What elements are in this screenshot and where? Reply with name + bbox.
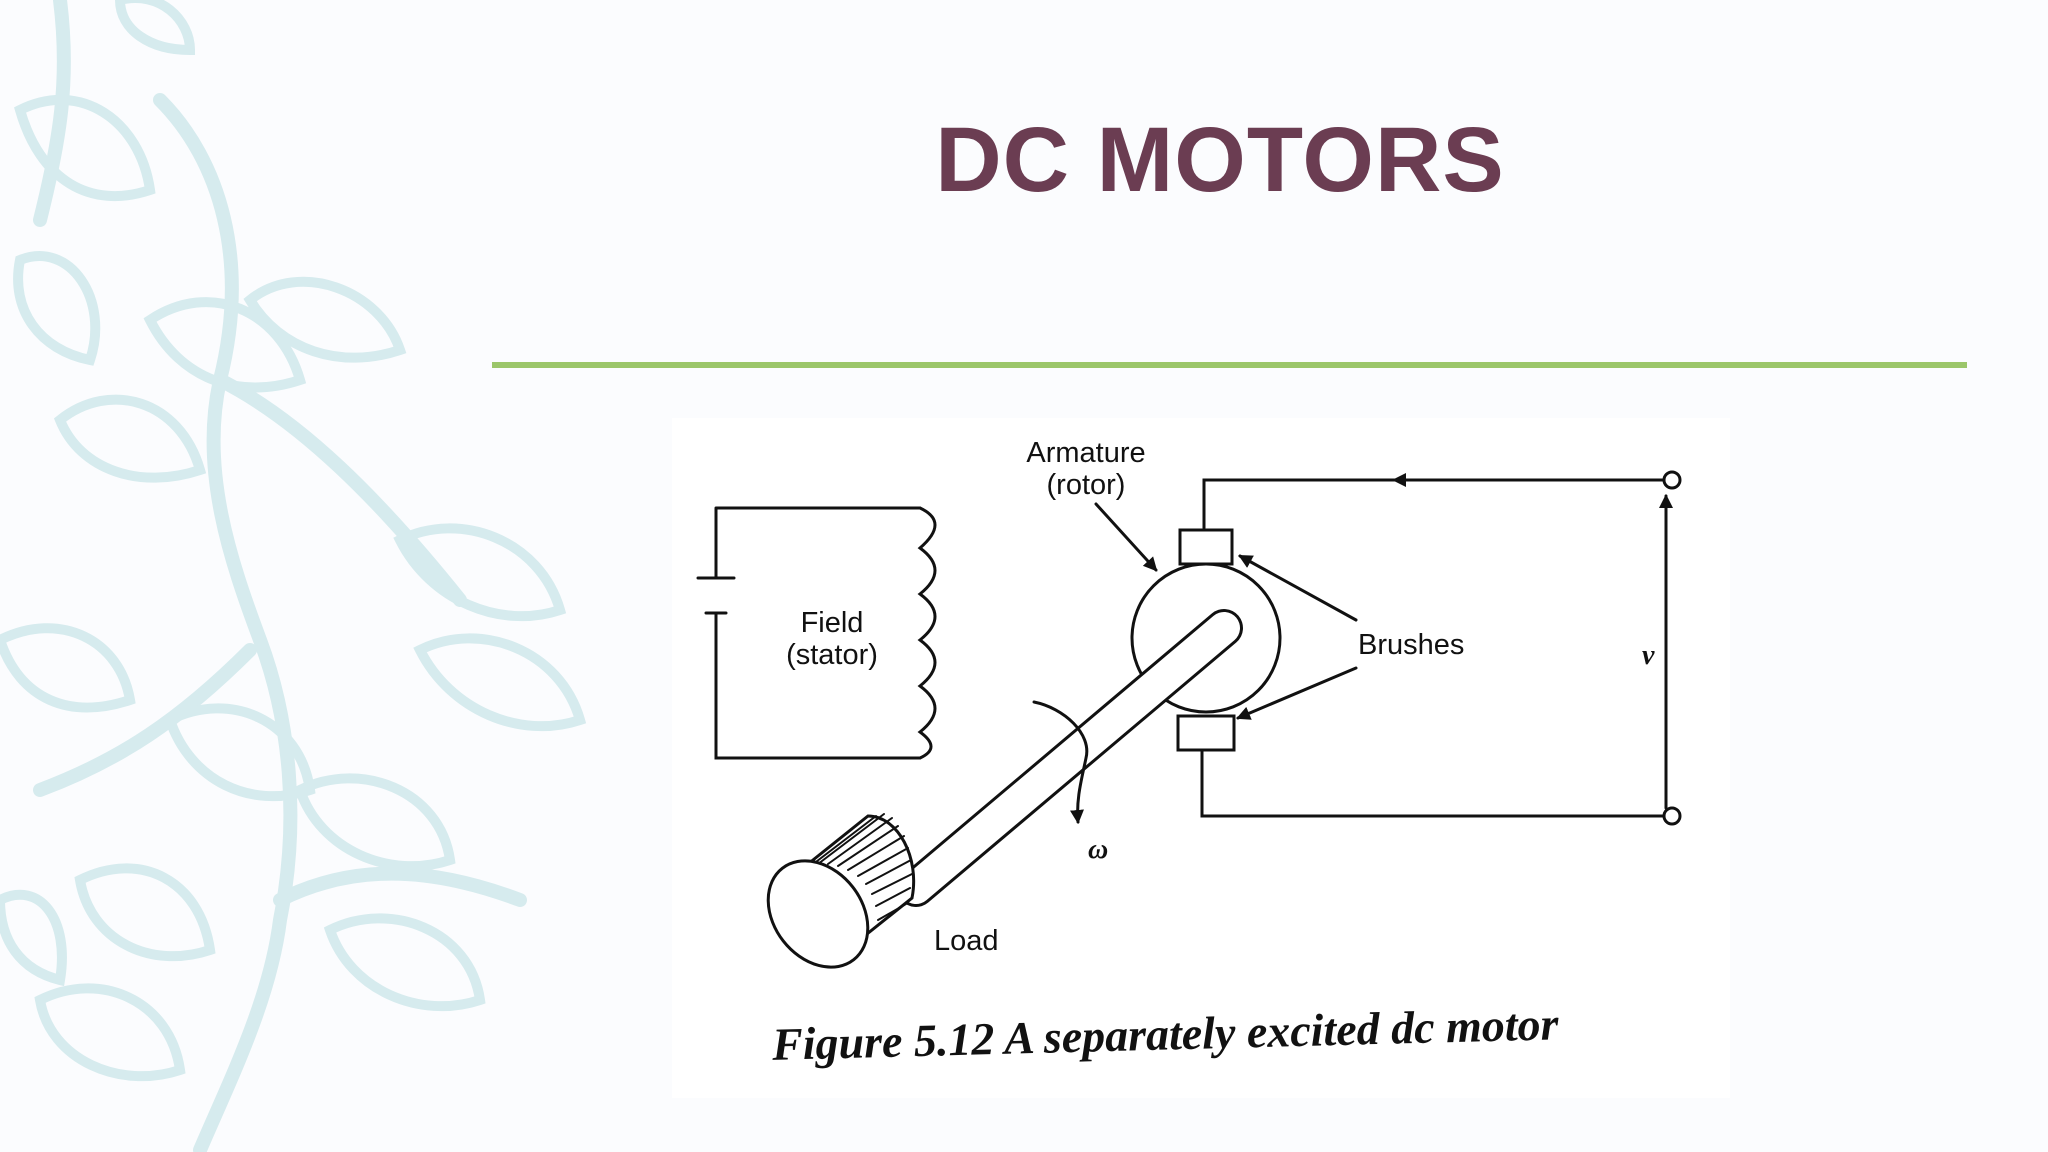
load-label: Load xyxy=(934,925,999,957)
load-cylinder xyxy=(766,813,916,969)
field-sub-label: (stator) xyxy=(786,639,878,671)
figure-caption: Figure 5.12 A separately excited dc moto… xyxy=(770,998,1560,1070)
rotation-arrow xyxy=(1032,700,1089,824)
figure-panel: Armature (rotor) Field (stator) Brushes … xyxy=(672,418,1730,1098)
omega-label: ω xyxy=(1088,834,1108,865)
field-circuit-wire xyxy=(714,506,922,760)
top-terminal xyxy=(1662,470,1682,490)
top-brush xyxy=(1178,528,1234,566)
armature-bottom-wire xyxy=(1200,746,1668,818)
shaft-fill xyxy=(900,612,1240,904)
title-divider xyxy=(492,362,1967,368)
dc-motor-diagram: Armature (rotor) Field (stator) Brushes … xyxy=(696,437,1682,1070)
brush-pointer-top xyxy=(1238,554,1358,622)
bottom-brush xyxy=(1176,714,1236,752)
leaf-vine-decoration-icon xyxy=(0,0,587,1152)
brush-pointer-bottom xyxy=(1236,666,1358,720)
page-title: DC MOTORS xyxy=(935,109,1505,211)
armature-sub-label: (rotor) xyxy=(1047,469,1126,501)
field-coil xyxy=(917,506,937,760)
armature-pointer xyxy=(1094,502,1158,572)
brushes-label: Brushes xyxy=(1358,629,1464,661)
armature-top-wire xyxy=(1202,478,1666,530)
field-label: Field xyxy=(801,607,864,639)
voltage-label: v xyxy=(1642,640,1655,671)
bottom-terminal xyxy=(1662,806,1682,826)
armature-label: Armature xyxy=(1026,437,1145,469)
